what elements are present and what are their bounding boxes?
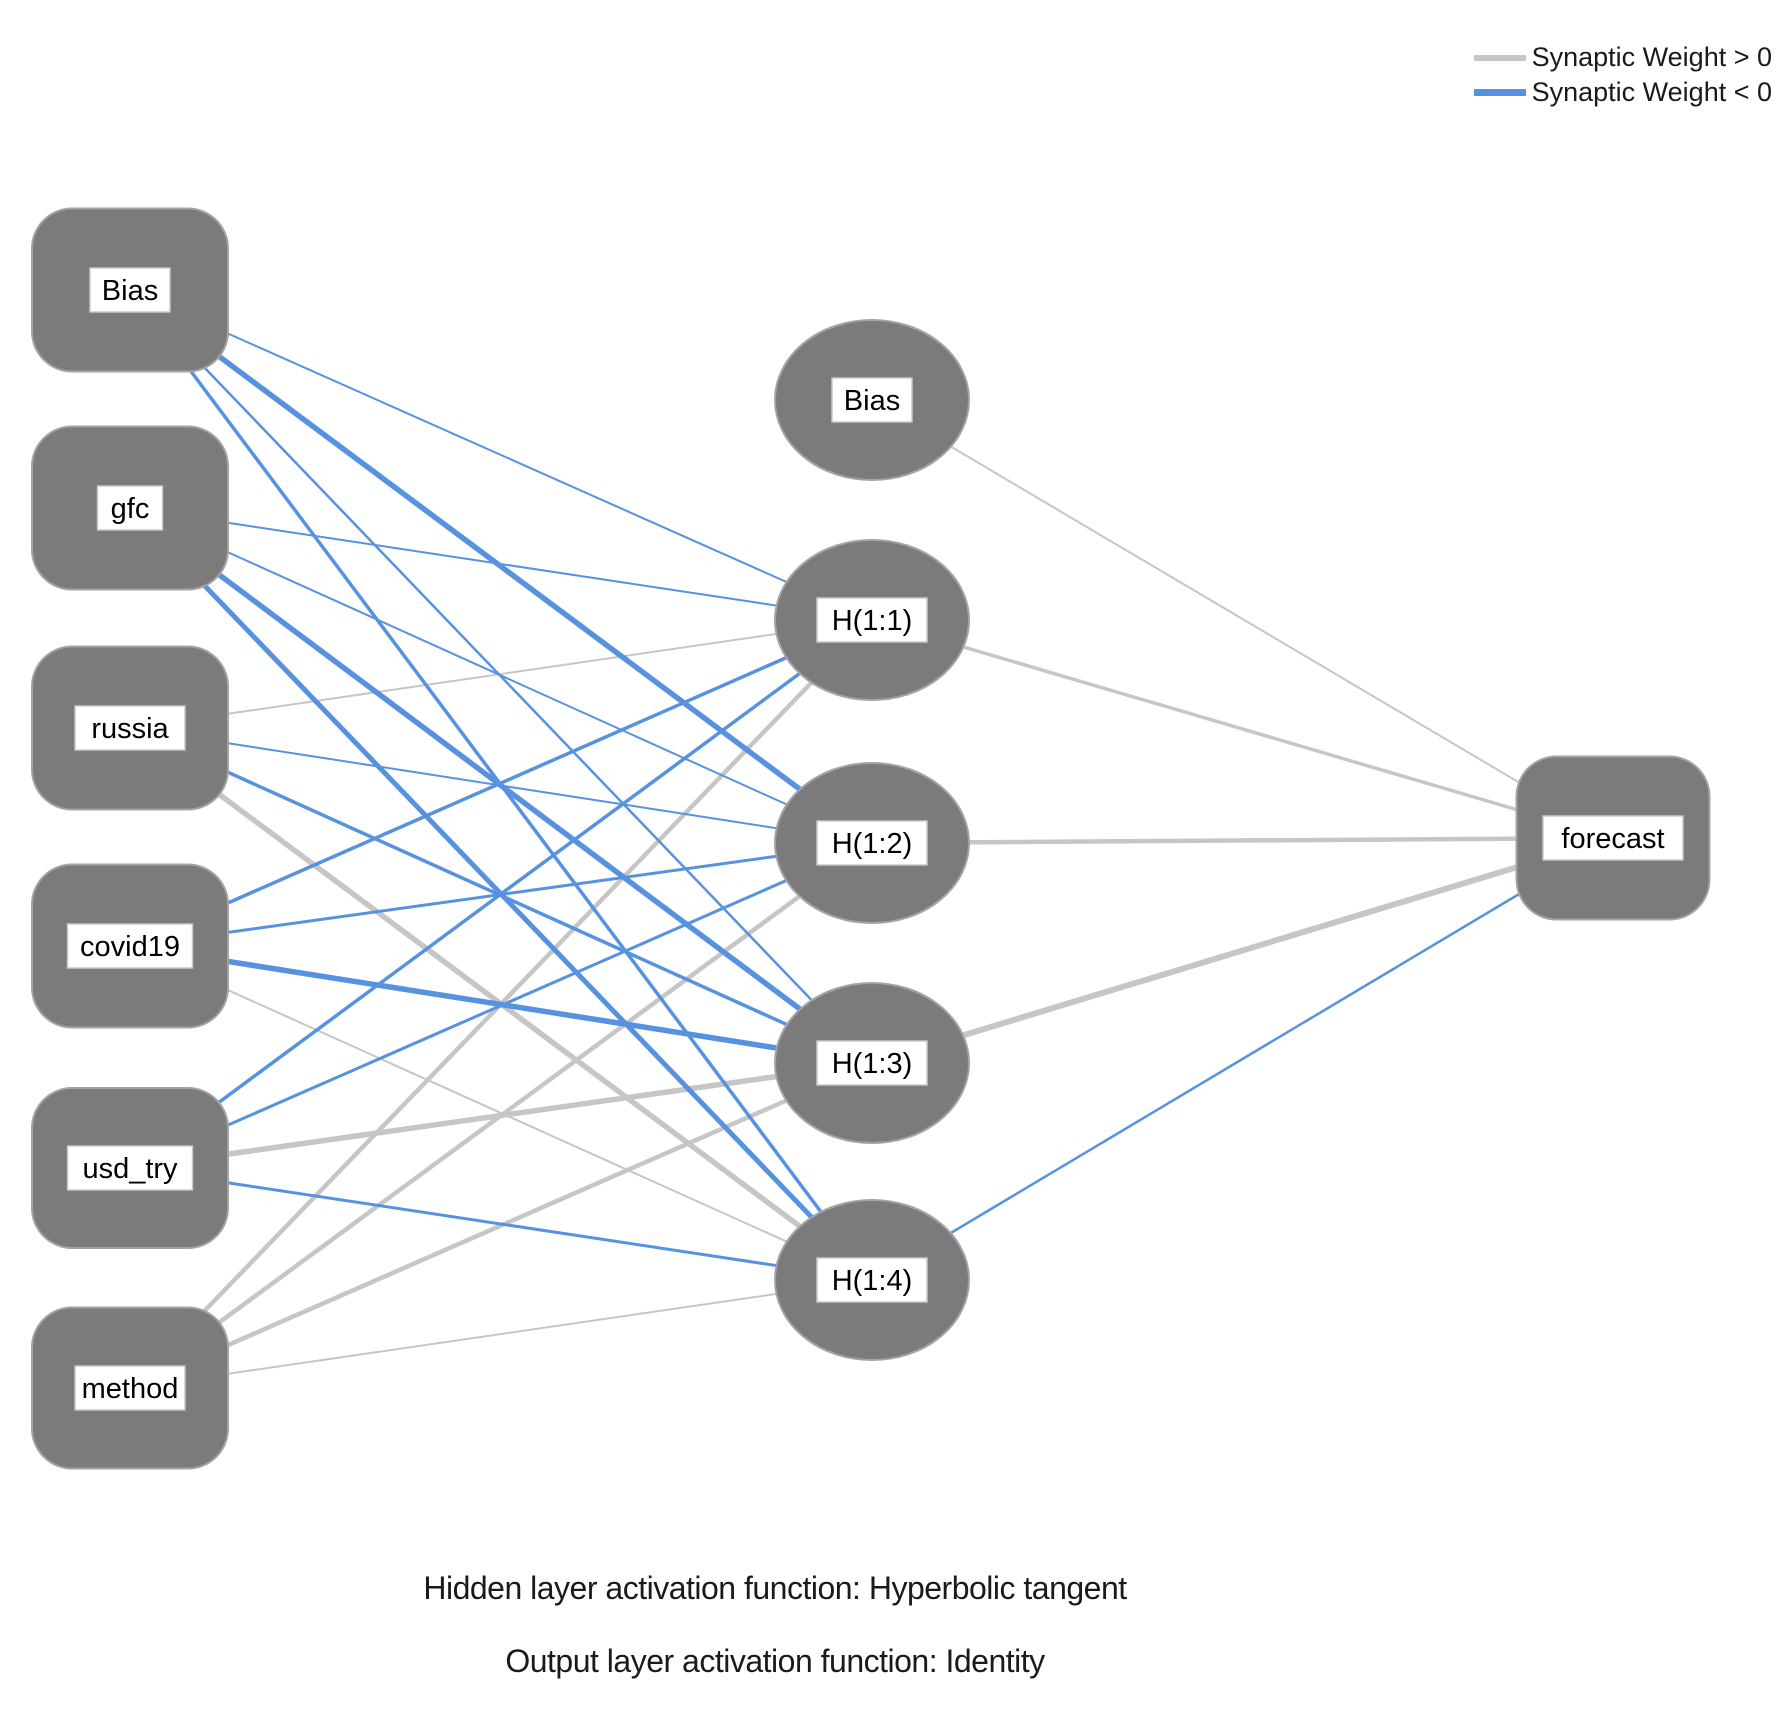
link-h_bias-forecast — [871, 399, 1614, 839]
input-node-russia-label-box — [74, 705, 186, 751]
link-h1-forecast — [871, 618, 1614, 840]
link-gfc-h1 — [129, 507, 873, 621]
link-in_bias-h2 — [128, 287, 874, 846]
link-covid19-h1 — [129, 618, 873, 948]
hidden-node-h13-label-box — [816, 1040, 928, 1086]
hidden-activation-caption: Hidden layer activation function: Hyperb… — [423, 1570, 1127, 1606]
input-node-method-label: method — [82, 1373, 179, 1405]
link-usd_try-h2 — [129, 841, 873, 1170]
link-russia-h2 — [129, 727, 873, 844]
input-node-gfc-label-box — [96, 485, 164, 531]
link-h3-forecast — [871, 835, 1614, 1066]
input-node-usd-try-label-box — [66, 1145, 194, 1191]
positive-weight-label: Synaptic Weight > 0 — [1531, 42, 1772, 72]
link-in_bias-h1 — [129, 289, 873, 621]
link-gfc-h2 — [129, 507, 873, 844]
link-method-h2 — [128, 841, 874, 1390]
captions: Hidden layer activation function: Hyperb… — [0, 1570, 1550, 1716]
link-usd_try-h1 — [128, 618, 874, 1170]
output-node-forecast-label: forecast — [1561, 823, 1664, 855]
legend: Synaptic Weight > 0 Synaptic Weight < 0 — [1252, 40, 1772, 110]
output-node-forecast-label-box — [1542, 815, 1684, 861]
input-node-method-label-box — [74, 1365, 186, 1411]
output-activation-caption: Output layer activation function: Identi… — [505, 1643, 1045, 1679]
negative-weight-swatch — [1473, 89, 1526, 96]
hidden-node-h12-label-box — [816, 820, 928, 866]
link-h4-forecast — [871, 836, 1614, 1282]
input-node-gfc-label: gfc — [111, 493, 150, 525]
input-node-bias-label-box — [89, 267, 171, 313]
link-russia-h1 — [129, 619, 873, 729]
link-h2-forecast — [871, 835, 1614, 846]
input-node-covid19-label-box — [66, 923, 194, 969]
hidden-node-h14-label-box — [816, 1257, 928, 1303]
hidden-node-h13-label: H(1:3) — [832, 1048, 913, 1080]
input-node-covid19-label: covid19 — [80, 931, 180, 963]
hidden-node-h12-label: H(1:2) — [832, 828, 913, 860]
link-usd_try-h4 — [129, 1166, 873, 1282]
positive-weight-swatch — [1473, 54, 1526, 61]
hidden-node-bias-label-box — [831, 377, 913, 423]
legend-row-positive: Synaptic Weight > 0 — [1252, 40, 1772, 75]
hidden-node-bias-label: Bias — [844, 385, 900, 417]
legend-row-negative: Synaptic Weight < 0 — [1252, 75, 1772, 110]
input-node-usd-try-label: usd_try — [82, 1153, 178, 1185]
input-node-bias-label: Bias — [102, 275, 158, 307]
link-method-h4 — [129, 1279, 873, 1389]
hidden-node-h14-label: H(1:4) — [832, 1265, 913, 1297]
input-node-russia-label: russia — [91, 713, 169, 745]
hidden-node-h11-label-box — [816, 597, 928, 643]
negative-weight-label: Synaptic Weight < 0 — [1531, 77, 1772, 107]
hidden-node-h11-label: H(1:1) — [832, 605, 913, 637]
